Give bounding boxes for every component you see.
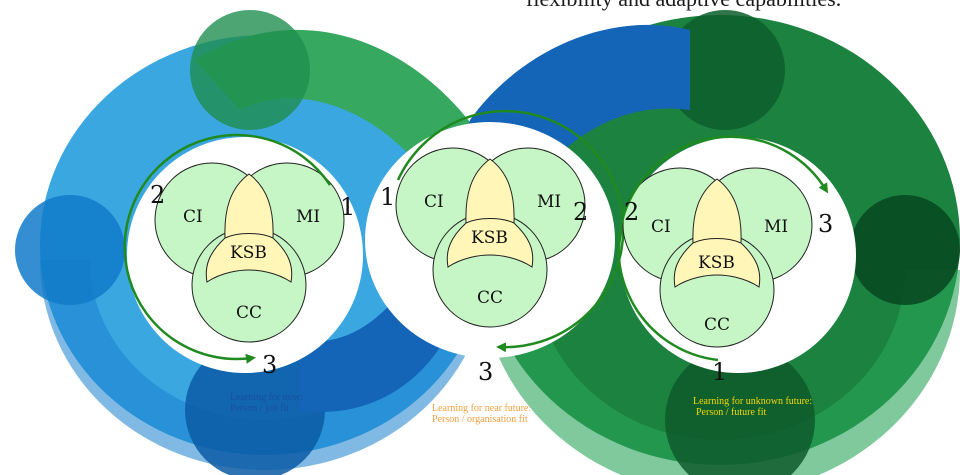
mi-label: MI [537, 192, 561, 212]
left-loop-dot-left [15, 195, 125, 305]
ksb-label: KSB [471, 228, 508, 248]
right-loop-lower-shade [480, 270, 960, 475]
left-caption: Learning for now: Person / job fit [230, 392, 303, 414]
right-caption-line1: Learning for unknown future: [693, 396, 813, 407]
right-caption: Learning for unknown future: Person / fu… [693, 396, 812, 418]
middle-arrow [396, 109, 625, 353]
right-number-2: 2 [624, 198, 639, 226]
middle-number-3: 3 [478, 358, 493, 386]
middle-number-2: 2 [573, 198, 588, 226]
right-caption-line2: Person / future fit [696, 407, 767, 418]
ksb-region [446, 158, 534, 268]
ci-label: CI [651, 217, 671, 237]
mi-label: MI [764, 217, 788, 237]
middle-caption-line2: Person / organisation fit [432, 414, 528, 425]
mi-label: MI [296, 207, 320, 227]
top-green-dot [190, 10, 310, 130]
left-number-3: 3 [262, 351, 277, 379]
ksb-region [205, 173, 293, 283]
middle-number-1: 1 [380, 183, 395, 211]
left-loop-lower-shade [40, 260, 490, 470]
left-caption-line2: Person / job fit [230, 403, 290, 414]
cc-label: CC [236, 303, 262, 323]
left-arrow [123, 133, 332, 364]
left-number-2: 2 [150, 181, 165, 209]
ci-label: CI [424, 192, 444, 212]
cc-label: CC [477, 288, 503, 308]
right-loop-dot-bottom [665, 345, 815, 475]
ksb-region [673, 178, 761, 288]
left-loop-dot-bottom [185, 340, 325, 475]
left-number-1: 1 [340, 193, 355, 221]
middle-caption-line1: Learning for near future: [432, 403, 532, 414]
right-loop-dot-top [665, 10, 785, 130]
middle-caption: Learning for near future: Person / organ… [432, 403, 531, 425]
ci-label: CI [183, 207, 203, 227]
right-arrow [617, 135, 829, 362]
right-number-3: 3 [818, 210, 833, 238]
right-number-1: 1 [712, 358, 727, 386]
right-loop-dot-right [850, 195, 960, 305]
ksb-label: KSB [230, 243, 267, 263]
middle-venn: CI MI KSB CC [395, 147, 586, 328]
left-venn: CI MI KSB CC [154, 162, 345, 343]
ksb-label: KSB [698, 253, 735, 273]
left-caption-line1: Learning for now: [230, 392, 303, 403]
cc-label: CC [704, 315, 730, 335]
right-venn: CI MI KSB CC [622, 167, 813, 348]
top-text: flexibility and adaptive capabilities. [526, 0, 841, 12]
